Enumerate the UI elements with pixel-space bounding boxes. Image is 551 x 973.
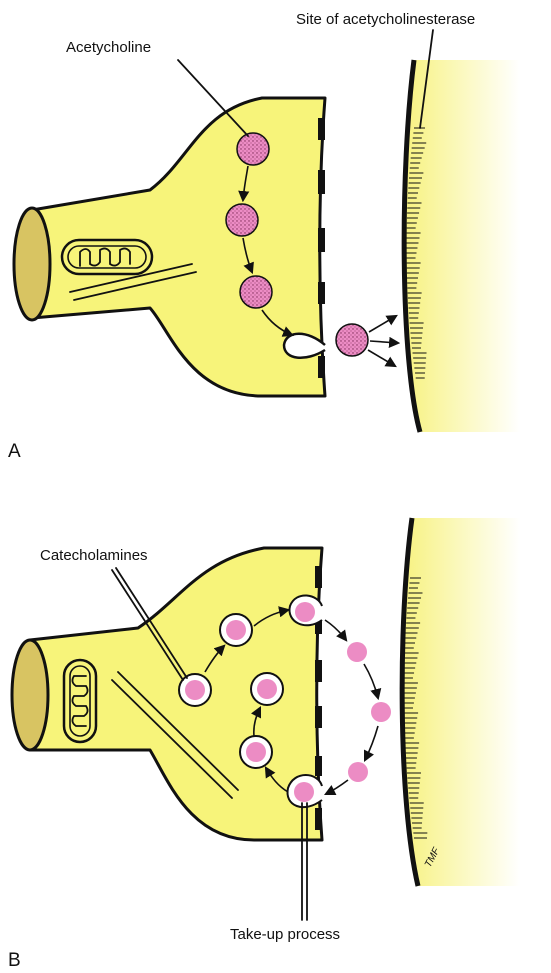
panel-b-letter: B — [8, 950, 21, 971]
panel-b: TMF — [8, 518, 520, 971]
postsynaptic-membrane-b: TMF — [402, 518, 520, 886]
mitochondrion-a — [62, 240, 152, 274]
presynaptic-terminal-a — [14, 98, 325, 396]
presynaptic-terminal-b — [12, 548, 322, 840]
acetylcholine-label: Acetycholine — [66, 39, 151, 56]
panel-a: Acetycholine Site of acetycholinesterase… — [8, 11, 520, 462]
take-up-process-label: Take-up process — [230, 926, 340, 943]
vesicle-fusing-top — [289, 595, 322, 625]
acetylcholinesterase-label: Site of acetycholinesterase — [296, 11, 475, 28]
released-acetylcholine-a — [336, 316, 398, 366]
vesicle — [220, 614, 252, 646]
mitochondrion-b — [64, 660, 96, 742]
vesicle-reuptake-bottom — [287, 775, 322, 807]
vesicle — [251, 673, 283, 705]
vesicle — [240, 736, 272, 768]
released-catecholamines-b — [325, 620, 391, 794]
vesicle — [179, 674, 211, 706]
panel-a-letter: A — [8, 441, 21, 462]
catecholamines-label: Catecholamines — [40, 547, 148, 564]
